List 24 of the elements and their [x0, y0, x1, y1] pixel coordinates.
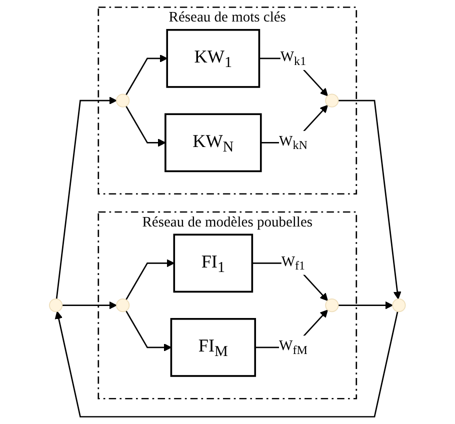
edge-label: W$_{fM}$	[279, 338, 308, 357]
node-box: FI$_{M}$	[170, 318, 256, 377]
node-circle	[325, 94, 339, 108]
edge-label: W$_{f1}$	[281, 254, 306, 272]
node-box: KW$_{1}$	[166, 29, 260, 88]
arrow	[126, 259, 175, 300]
node-circle	[116, 94, 130, 108]
arrow	[126, 310, 172, 352]
arrow	[62, 301, 117, 310]
arrow	[338, 301, 394, 310]
edge-label: W$_{kN}$	[279, 134, 308, 152]
node-box: FI$_{1}$	[173, 234, 254, 293]
node-box: KW$_{N}$	[164, 113, 262, 172]
arrow	[126, 106, 166, 147]
arrow	[54, 311, 398, 418]
node-circle	[49, 298, 63, 312]
edge-label: W$_{k1}$	[280, 49, 306, 68]
arrow	[252, 262, 328, 301]
arrow	[126, 54, 168, 96]
node-circle	[325, 298, 339, 312]
node-circle	[392, 298, 406, 312]
arrow	[56, 96, 117, 300]
node-circle	[116, 298, 130, 312]
arrow	[338, 100, 402, 300]
